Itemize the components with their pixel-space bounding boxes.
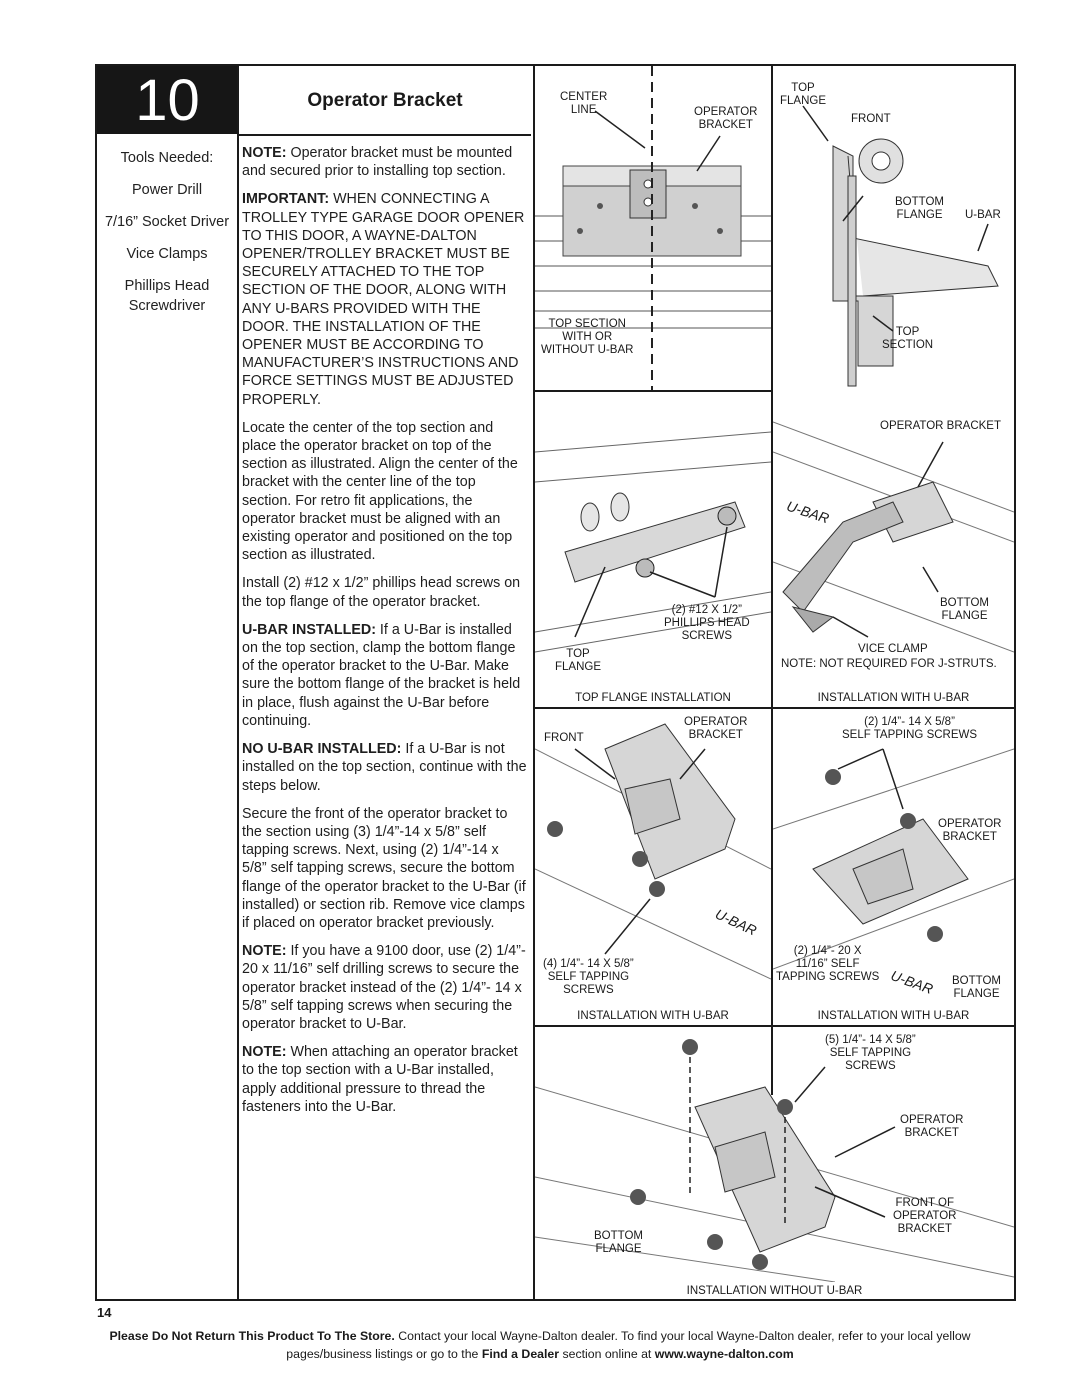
label-operator-bracket: OPERATOR BRACKET	[880, 420, 1001, 432]
figure-caption: TOP FLANGE INSTALLATION	[575, 692, 731, 704]
section-title: Operator Bracket	[307, 90, 463, 111]
figure-no-ubar-install	[535, 1039, 1014, 1282]
figure-side-profile	[802, 105, 999, 387]
tools-heading: Tools Needed:	[120, 150, 214, 166]
note-paragraph: NOTE: Operator bracket must be mounted a…	[242, 145, 513, 180]
important-paragraph: IMPORTANT: WHEN CONNECTING A TROLLEY TYP…	[242, 191, 525, 408]
page-number: 14	[97, 1305, 112, 1320]
label-front: FRONT	[544, 732, 584, 744]
figure-front-install	[535, 723, 771, 980]
install-paragraph: Install (2) #12 x 1/2” phillips head scr…	[242, 575, 521, 610]
footer-notice: Please Do Not Return This Product To The…	[109, 1329, 971, 1361]
label-note-jstruts: NOTE: NOT REQUIRED FOR J-STRUTS.	[781, 658, 997, 670]
ubar-paragraph: U-BAR INSTALLED: If a U-Bar is installed…	[242, 621, 521, 729]
tools-list: Tools Needed: Power Drill 7/16” Socket D…	[100, 148, 234, 328]
title-divider	[238, 134, 531, 136]
tool-item: Phillips Head Screwdriver	[124, 278, 210, 314]
secure-paragraph: Secure the front of the operator bracket…	[242, 805, 526, 931]
figure-divider	[534, 707, 1015, 709]
label-ubar: U-BAR	[965, 209, 1001, 221]
tool-item: Power Drill	[131, 182, 203, 198]
figure-top-view	[535, 66, 771, 390]
figure-top-flange-install	[535, 431, 771, 653]
instructions: NOTE: Operator bracket must be mounted a…	[242, 144, 527, 1126]
figure-divider	[534, 1025, 1015, 1027]
note2-paragraph: NOTE: If you have a 9100 door, use (2) 1…	[242, 943, 526, 1032]
figure-bottom-install	[773, 748, 1014, 970]
label-front: FRONT	[851, 113, 891, 125]
step-number: 10	[97, 66, 238, 134]
figure-divider	[534, 390, 772, 392]
locate-paragraph: Locate the center of the top section and…	[242, 419, 518, 564]
figure-caption: INSTALLATION WITH U-BAR	[577, 1010, 729, 1022]
label-vice-clamp: VICE CLAMP	[858, 643, 928, 655]
figure-caption: INSTALLATION WITH U-BAR	[817, 1010, 970, 1022]
illustration-area	[533, 64, 1016, 1301]
no-ubar-paragraph: NO U-BAR INSTALLED: If a U-Bar is not in…	[242, 741, 527, 794]
figure-caption: INSTALLATION WITH U-BAR	[817, 692, 970, 704]
figure-caption: INSTALLATION WITHOUT U-BAR	[686, 1285, 863, 1297]
figure-divider-vertical	[771, 66, 773, 1095]
note3-paragraph: NOTE: When attaching an operator bracket…	[242, 1044, 518, 1115]
tool-item: 7/16” Socket Driver	[104, 214, 230, 230]
label-screws-top: (2) 1/4”- 14 X 5/8”SELF TAPPING SCREWS	[842, 716, 978, 741]
figure-vice-clamp	[773, 421, 1014, 653]
column-divider	[237, 66, 239, 1299]
page-frame	[95, 64, 1016, 1301]
tool-item: Vice Clamps	[126, 246, 208, 262]
